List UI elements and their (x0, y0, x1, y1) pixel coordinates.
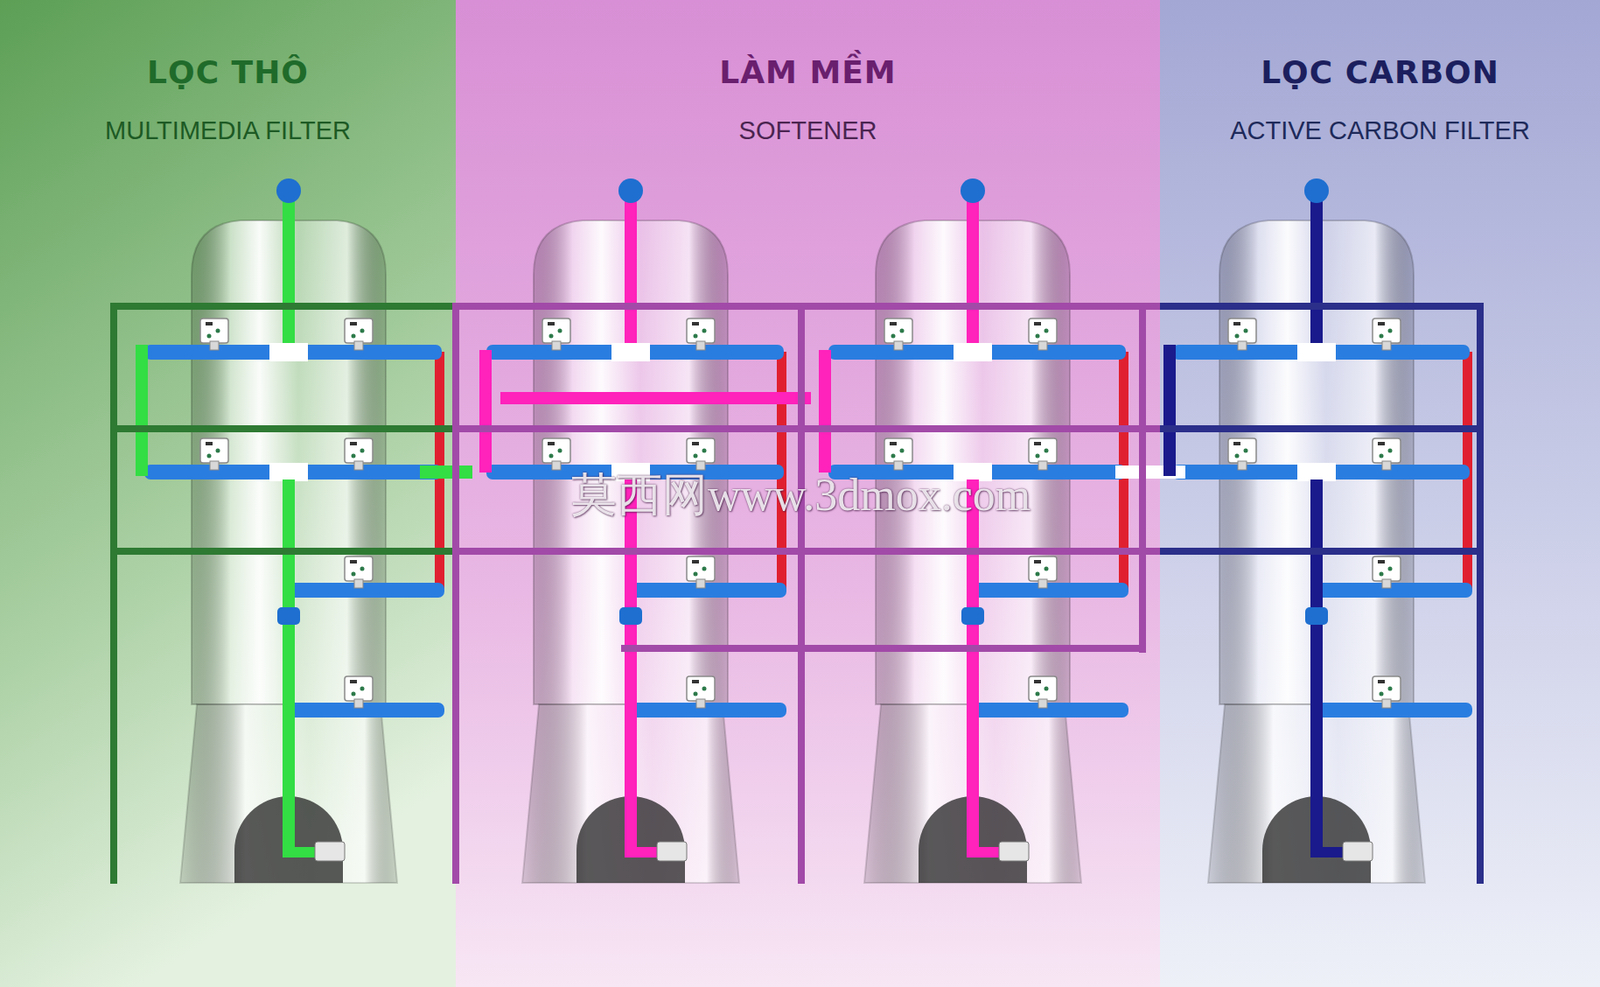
stage-band: LỌC CARBON ACTIVE CARBON FILTER (1159, 0, 1600, 987)
stage-heading: LÀM MỀM (464, 54, 1152, 91)
stage-subtitle: SOFTENER (464, 116, 1152, 146)
stage-subtitle: MULTIMEDIA FILTER (8, 116, 448, 146)
watermark: 莫西网www.3dmox.com (571, 464, 1031, 526)
stage-heading: LỌC THÔ (8, 54, 448, 91)
stage-band: LỌC THÔ MULTIMEDIA FILTER (0, 0, 456, 987)
stage-heading: LỌC CARBON (1168, 54, 1592, 91)
stage-subtitle: ACTIVE CARBON FILTER (1168, 116, 1592, 146)
